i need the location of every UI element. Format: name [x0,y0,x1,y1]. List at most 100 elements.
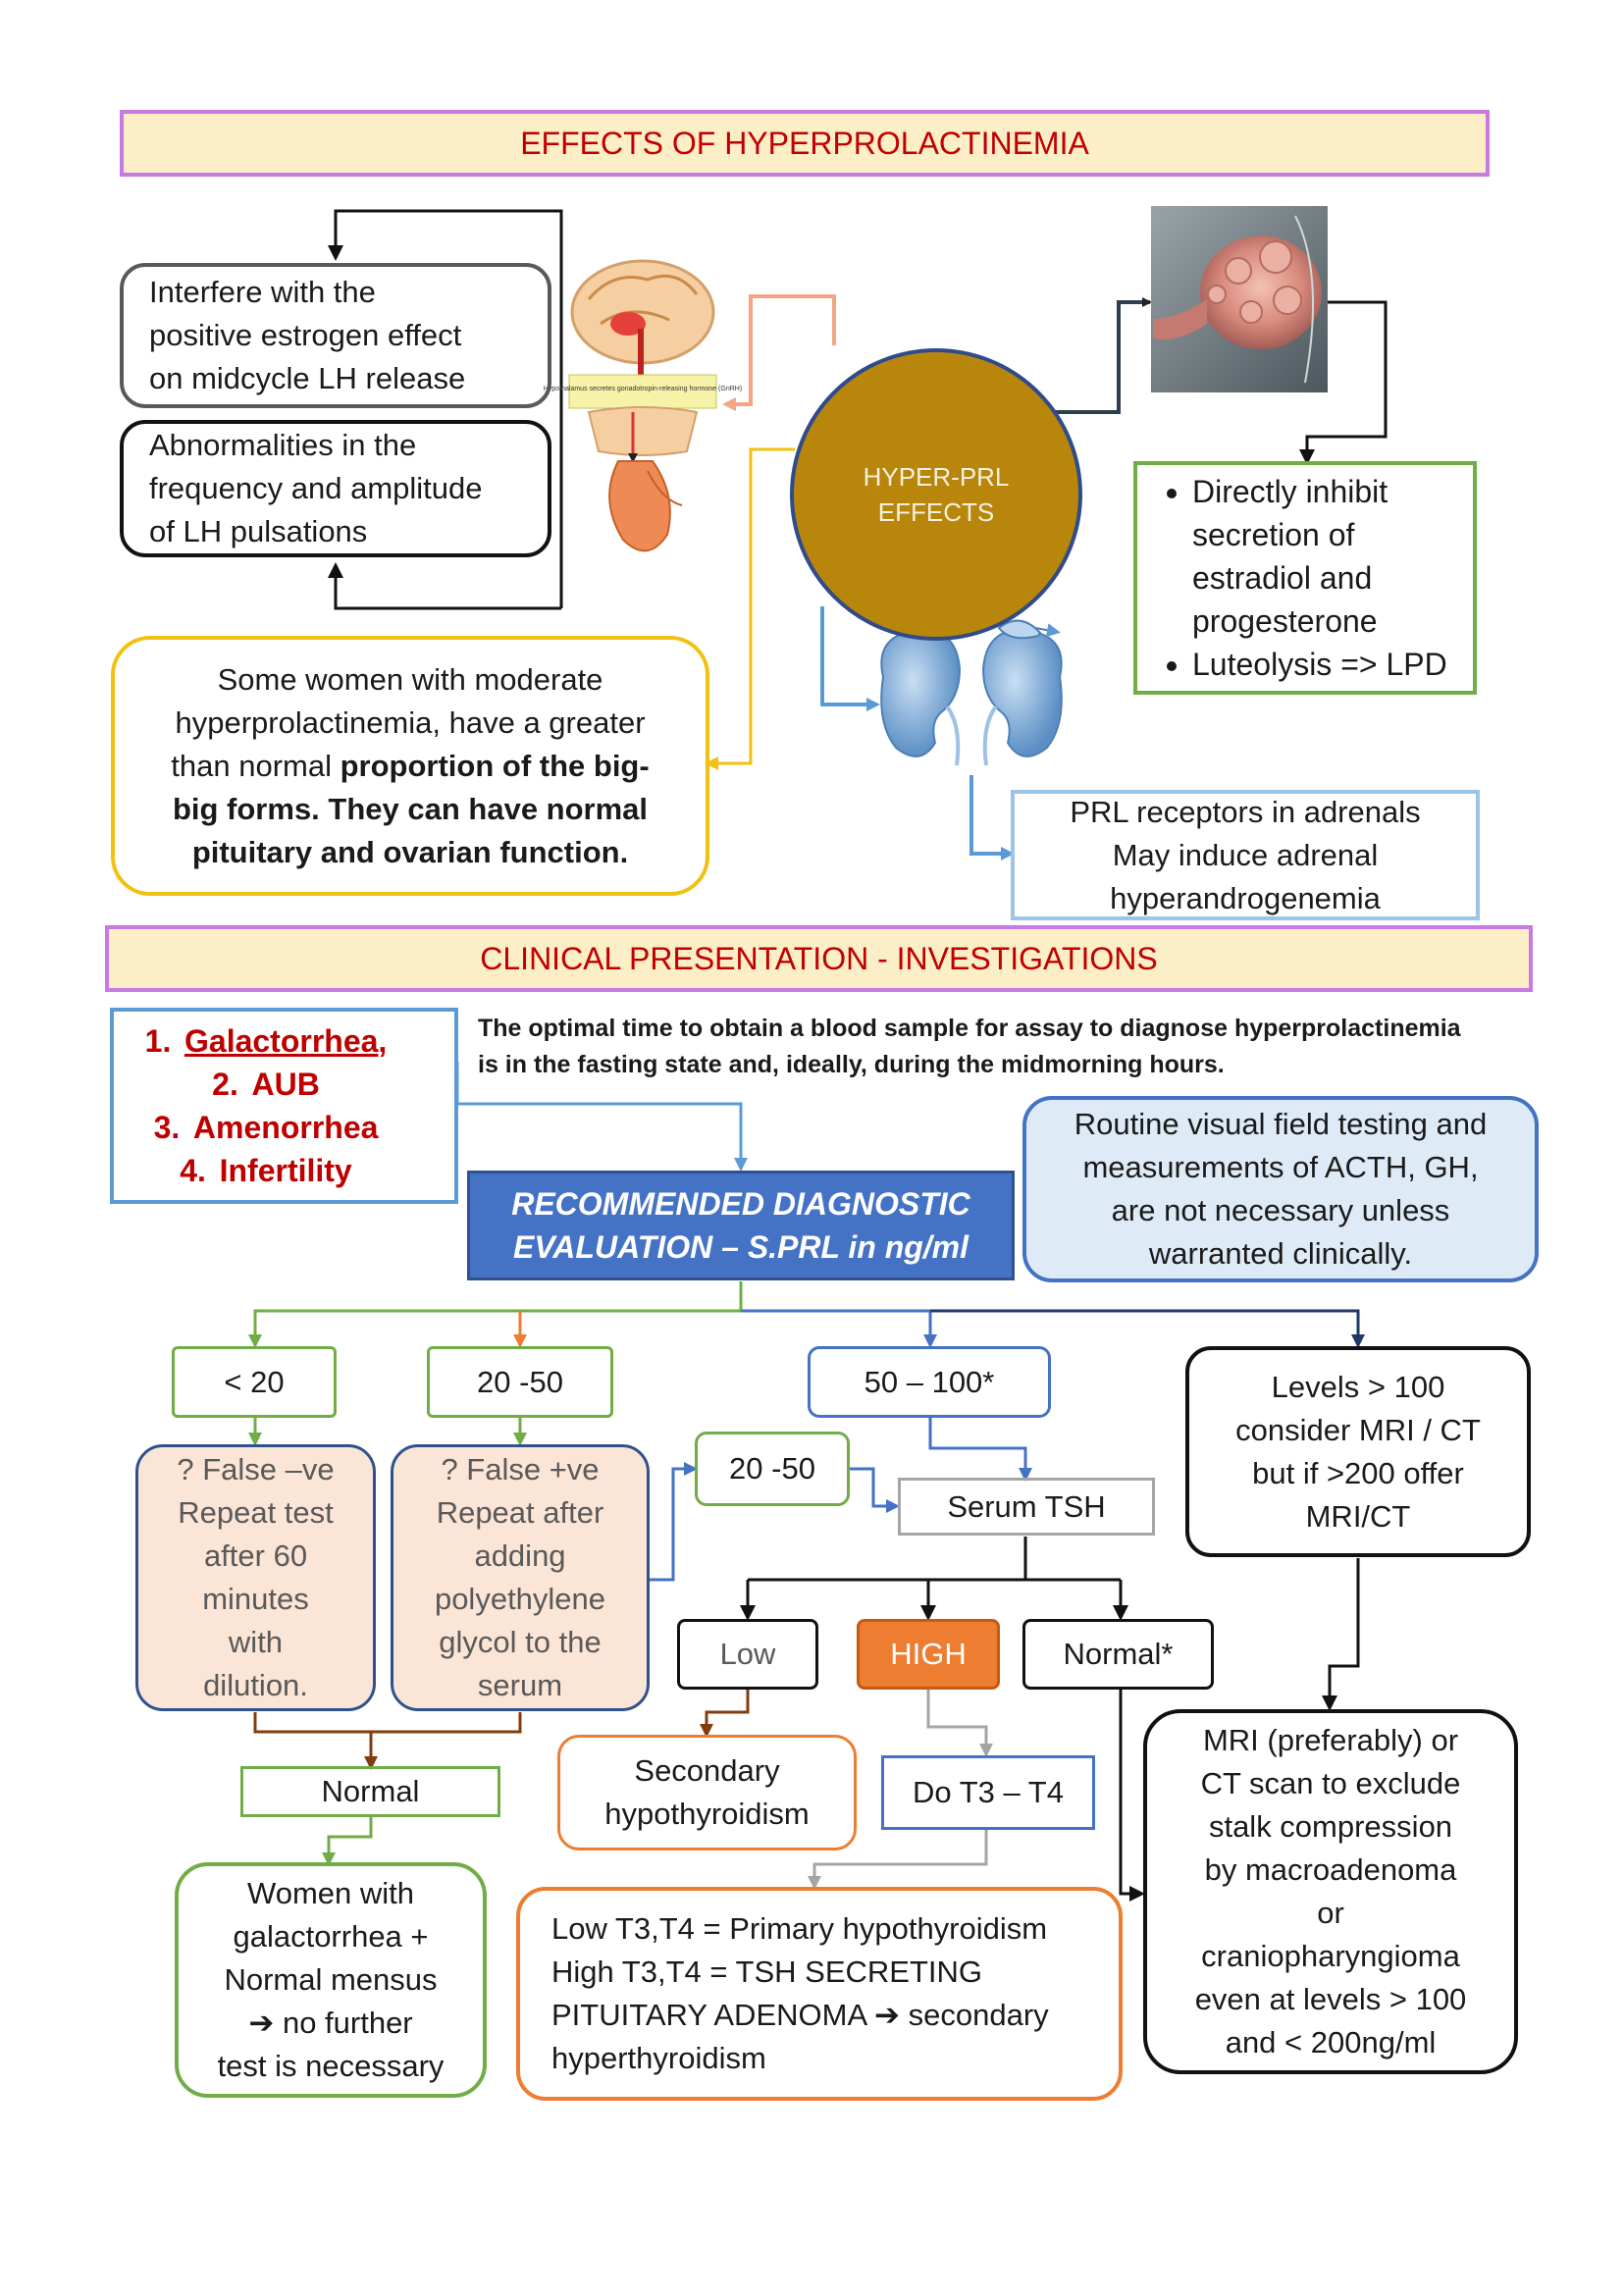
tsh-high-label: HIGH [890,1637,967,1671]
section1-title: EFFECTS OF HYPERPROLACTINEMIA [520,125,1089,161]
gt100-connector [1322,1558,1360,1711]
symptoms-box: 1.Galactorrhea, 2.AUB 3.Amenorrhea 4.Inf… [110,1008,458,1204]
routine-line-3: are not necessary unless [1111,1193,1450,1227]
ovary-bullet-2: Luteolysis => LPD [1192,643,1447,686]
false-pos-line-4: polyethylene [434,1582,606,1616]
do-t3-t4-label: Do T3 – T4 [913,1775,1064,1809]
galactorrhea-line-2: galactorrhea + [233,1919,429,1954]
false-neg-line-5: with [228,1625,284,1659]
tsh-normal-box: Normal* [1022,1619,1214,1690]
adrenal-line-3: hyperandrogenemia [1110,880,1381,915]
timing-note-line-1: The optimal time to obtain a blood sampl… [478,1015,1461,1042]
range-lt20-label: < 20 [224,1364,285,1399]
galactorrhea-line-4: ➔ no further [248,2006,413,2040]
adrenal-connector [969,775,1015,860]
false-neg-line-4: minutes [202,1582,309,1616]
branch-green [248,1281,743,1348]
false-neg-line-6: dilution. [203,1668,308,1702]
t3-t4-result-box: Low T3,T4 = Primary hypothyroidism High … [516,1887,1123,2101]
do-t3-t4-box: Do T3 – T4 [881,1755,1095,1830]
circle-line-1: HYPER-PRL [863,462,1010,492]
normal-result-label: Normal [321,1774,420,1808]
tsh-high-box: HIGH [857,1619,1000,1690]
kidney-connector [820,606,880,711]
false-neg-line-2: Repeat test [178,1495,334,1530]
range-lt20-box: < 20 [172,1346,337,1418]
galactorrhea-normal-mensus-box: Women with galactorrhea + Normal mensus … [175,1862,487,2098]
galactorrhea-line-1: Women with [247,1876,414,1910]
routine-testing-box: Routine visual field testing and measure… [1022,1096,1539,1282]
lh-pulsation-line-2: frequency and amplitude [149,471,483,505]
symptom-1: 1.Galactorrhea, [144,1023,388,1059]
brain-image-caption: Hypothalamus secretes gonadotropin-relea… [544,386,742,392]
false-pos-line-6: serum [477,1668,563,1702]
adrenal-box: PRL receptors in adrenals May induce adr… [1011,790,1480,920]
ovary-bullet-1: Directly inhibit secretion of estradiol … [1192,470,1447,643]
section2-header: CLINICAL PRESENTATION - INVESTIGATIONS [105,925,1533,992]
false-pos-line-2: Repeat after [436,1495,604,1530]
normal-result-box: Normal [240,1766,500,1817]
serum-tsh-label: Serum TSH [947,1488,1106,1524]
bigbig-line-3-bold: proportion of the big- [340,748,650,783]
symptom-2: 2.AUB [212,1067,320,1102]
secondary-hypo-line-1: Secondary [634,1753,780,1788]
mri-ct-box: MRI (preferably) or CT scan to exclude s… [1143,1709,1518,2074]
falsepos-to-2050b [650,1462,698,1582]
adrenal-line-2: May induce adrenal [1112,837,1379,872]
range-20-50-box: 20 -50 [427,1346,613,1418]
secondary-hypo-line-2: hypothyroidism [604,1797,810,1831]
routine-line-4: warranted clinically. [1148,1236,1413,1271]
bigbig-line-5: pituitary and ovarian function. [191,834,629,869]
galactorrhea-line-5: test is necessary [217,2049,445,2083]
lh-pulsation-box: Abnormalities in the frequency and ampli… [120,420,551,557]
mri-line-7: even at levels > 100 [1194,1982,1467,2016]
false-pos-line-1: ? False +ve [441,1452,600,1486]
lh-release-line-3: on midcycle LH release [149,361,466,395]
diagnostic-line-1: RECOMMENDED DIAGNOSTIC [511,1186,970,1222]
diagnostic-evaluation-box: RECOMMENDED DIAGNOSTIC EVALUATION – S.PR… [467,1171,1015,1280]
lh-release-line-1: Interfere with the [149,275,376,309]
mri-line-4: by macroadenoma [1204,1852,1457,1887]
brain-connector [722,294,836,411]
symptom-3: 3.Amenorrhea [153,1110,379,1145]
range-50-100-label: 50 – 100* [864,1364,995,1399]
lh-pulsation-line-1: Abnormalities in the [149,428,417,462]
lh-feedback-connector [328,209,563,610]
low-connector [700,1690,750,1738]
false-pos-line-5: glycol to the [439,1625,602,1659]
t3t4-line-2: High T3,T4 = TSH SECRETING [551,1955,983,1989]
false-to-normal-connector [253,1712,522,1766]
ovary-box-connector [1299,300,1388,465]
range-50-100-box: 50 – 100* [808,1346,1051,1418]
bigbig-connector [705,447,795,770]
normal-to-women-connector [322,1815,373,1866]
high-connector [926,1690,993,1757]
routine-line-2: measurements of ACTH, GH, [1082,1150,1479,1184]
lh-pulsation-line-3: of LH pulsations [149,514,368,548]
range-20-50-b-label: 20 -50 [729,1451,815,1486]
range2050b-connector [849,1467,900,1513]
false-neg-line-3: after 60 [203,1538,308,1573]
serum-tsh-box: Serum TSH [898,1478,1155,1536]
tsh-normal-label: Normal* [1063,1637,1174,1671]
kidney-illustration [880,619,1063,766]
adrenal-line-1: PRL receptors in adrenals [1070,794,1421,829]
section1-header: EFFECTS OF HYPERPROLACTINEMIA [120,110,1490,177]
timing-note: The optimal time to obtain a blood sampl… [478,1011,1538,1083]
false-positive-box: ? False +ve Repeat after adding polyethy… [391,1444,650,1711]
range-20-50-b-box: 20 -50 [695,1432,850,1506]
gt100-line-3: but if >200 offer [1252,1455,1464,1490]
mri-line-2: CT scan to exclude [1200,1766,1461,1800]
range-20-50-label: 20 -50 [477,1364,563,1399]
bigbig-line-2: hyperprolactinemia, have a greater [175,704,646,740]
range-gt100-box: Levels > 100 consider MRI / CT but if >2… [1185,1346,1531,1557]
bigbig-line-1: Some women with moderate [217,661,603,697]
t3t4-line-4: hyperthyroidism [551,2041,766,2075]
branch-blue [741,1309,937,1348]
ovary-effects-box: Directly inhibit secretion of estradiol … [1133,461,1477,695]
timing-note-line-2: is in the fasting state and, ideally, du… [478,1051,1225,1078]
mri-line-1: MRI (preferably) or [1202,1723,1459,1757]
gt100-line-4: MRI/CT [1305,1498,1411,1534]
galactorrhea-line-3: Normal mensus [224,1962,438,1997]
section2-title: CLINICAL PRESENTATION - INVESTIGATIONS [480,940,1158,976]
